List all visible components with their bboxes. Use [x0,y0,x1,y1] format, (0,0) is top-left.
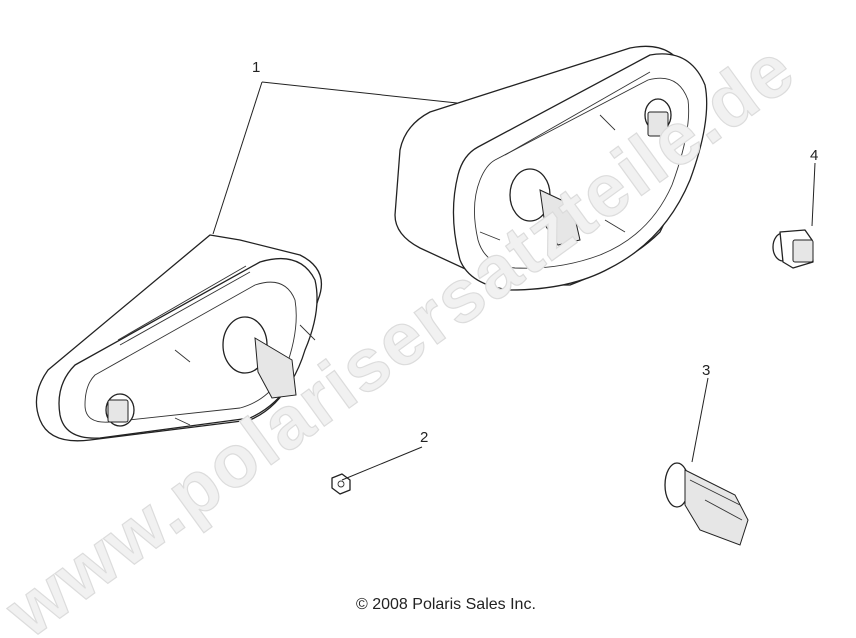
copyright-text: © 2008 Polaris Sales Inc. [356,596,536,613]
callout-2: 2 [420,429,428,446]
tail-light-right [394,45,708,291]
callout-4: 4 [810,147,818,164]
leader-lines [212,81,816,481]
bulb-socket-small [772,229,814,269]
bulb-socket-large [664,462,749,546]
callout-1: 1 [252,59,260,76]
tail-light-left [35,234,323,442]
nut [331,473,351,495]
callout-3: 3 [702,362,710,379]
